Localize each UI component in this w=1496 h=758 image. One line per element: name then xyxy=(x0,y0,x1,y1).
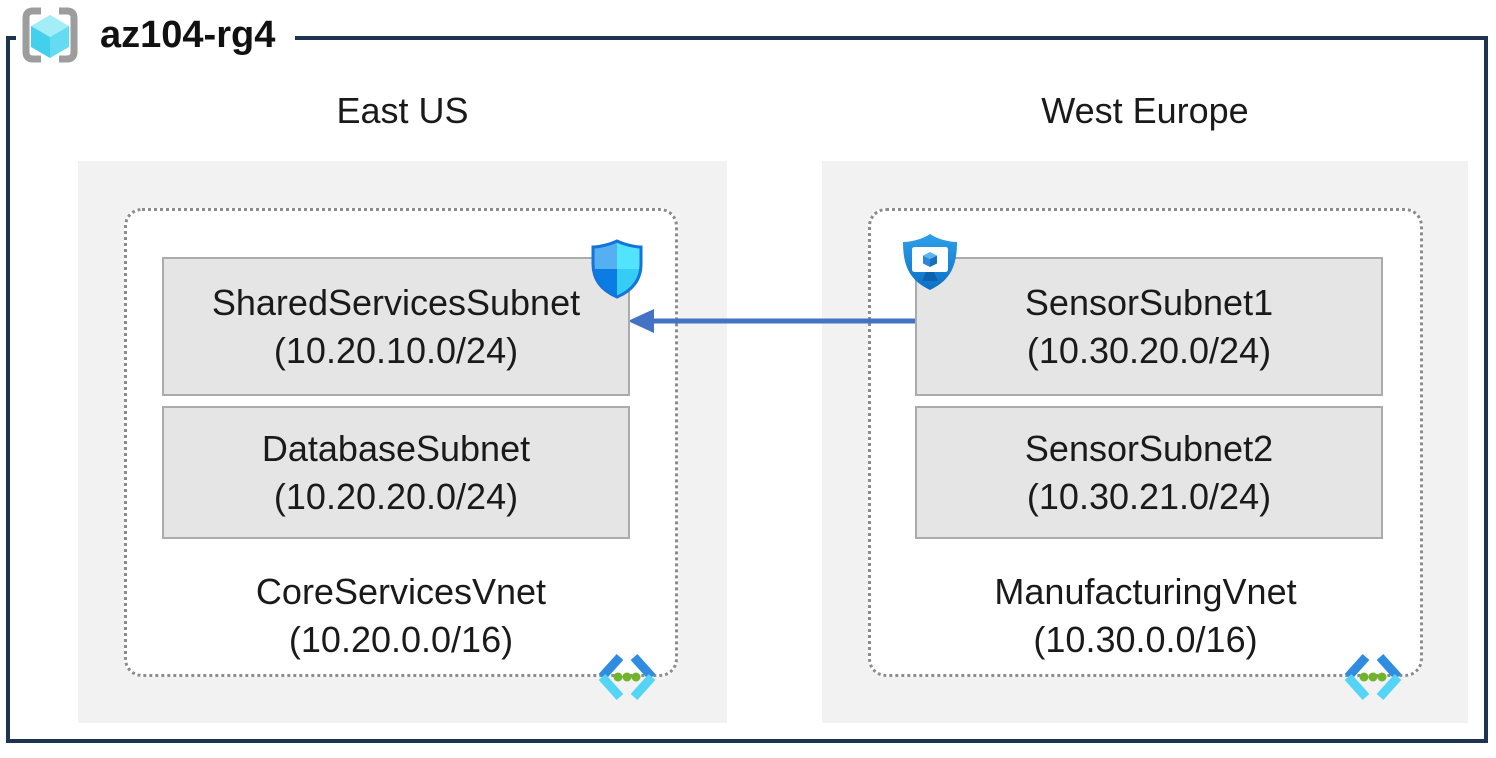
resource-group-border xyxy=(6,36,1488,743)
vnet-label-coreservicesvnet: CoreServicesVnet (10.20.0.0/16) xyxy=(124,568,678,664)
subnet-name: SharedServicesSubnet xyxy=(211,281,581,323)
resource-group-title: az104-rg4 xyxy=(100,13,276,56)
subnet-box-sensorsubnet1: SensorSubnet1 (10.30.20.0/24) xyxy=(915,257,1383,396)
subnet-name: SensorSubnet2 xyxy=(1024,427,1274,469)
vnet-name: ManufacturingVnet xyxy=(994,571,1297,612)
subnet-cidr: (10.20.10.0/24) xyxy=(273,329,519,371)
subnet-cidr: (10.20.20.0/24) xyxy=(273,475,519,517)
subnet-box-sharedservicessubnet: SharedServicesSubnet (10.20.10.0/24) xyxy=(162,257,630,396)
subnet-box-sensorsubnet2: SensorSubnet2 (10.30.21.0/24) xyxy=(915,406,1383,539)
subnet-name: SensorSubnet1 xyxy=(1024,281,1274,323)
vnet-cidr: (10.30.0.0/16) xyxy=(1033,619,1258,660)
subnet-name: DatabaseSubnet xyxy=(261,427,531,469)
region-title-west-europe: West Europe xyxy=(1041,90,1249,131)
vnet-name: CoreServicesVnet xyxy=(255,571,547,612)
subnet-cidr: (10.30.20.0/24) xyxy=(1026,329,1272,371)
vnet-cidr: (10.20.0.0/16) xyxy=(288,619,514,660)
resource-group-icon xyxy=(22,7,78,63)
subnet-box-databasesubnet: DatabaseSubnet (10.20.20.0/24) xyxy=(162,406,630,539)
resource-group-legend: az104-rg4 xyxy=(16,4,296,66)
subnet-cidr: (10.30.21.0/24) xyxy=(1026,475,1272,517)
vnet-label-manufacturingvnet: ManufacturingVnet (10.30.0.0/16) xyxy=(868,568,1423,664)
region-title-east-us: East US xyxy=(336,90,469,131)
